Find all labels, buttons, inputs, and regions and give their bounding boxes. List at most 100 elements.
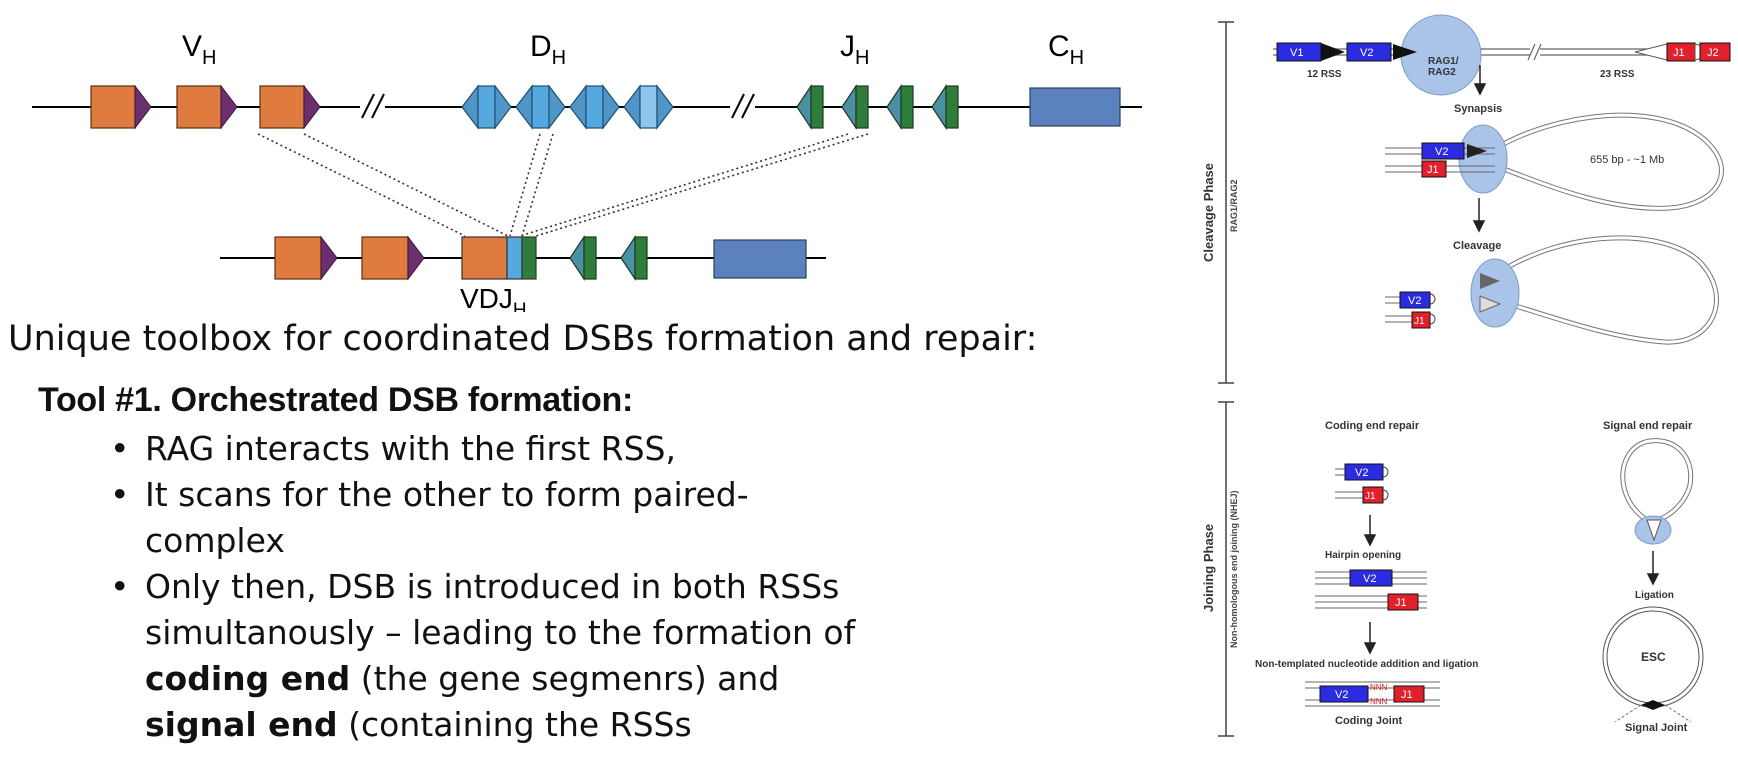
hairpin: [1429, 313, 1436, 325]
d-segment: [569, 84, 620, 130]
bullet-item: Only then, DSB is introduced in both RSS…: [110, 564, 865, 748]
c-h-label: CH: [1048, 30, 1084, 69]
break-mark-1: [361, 93, 385, 119]
dna-loop: [1492, 235, 1719, 345]
rss-12-triangle: [1321, 43, 1345, 61]
rss-12-label: 12 RSS: [1307, 69, 1342, 80]
j-segment: [796, 84, 824, 130]
rss-triangle: [1480, 273, 1500, 289]
v2-label: V2: [1363, 573, 1376, 585]
rss-23-triangle-left: [1634, 43, 1668, 61]
rag-label-2: RAG2: [1428, 67, 1456, 78]
v2-label: V2: [1408, 295, 1421, 307]
v2-box: [1344, 463, 1384, 481]
rss-23-label: 23 RSS: [1600, 69, 1635, 80]
d-segment: [623, 84, 674, 130]
j1-label: J1: [1673, 47, 1685, 59]
v2-label: V2: [1335, 689, 1348, 701]
hairpin: [1429, 293, 1436, 305]
recombination-guides: [257, 133, 869, 237]
d-segment: [461, 84, 512, 130]
arrow-icon: [1472, 198, 1486, 233]
v2-box: [1319, 685, 1369, 703]
vdj-joined-segment: [461, 236, 537, 280]
v-segment: [259, 84, 321, 130]
rss-triangle: [1467, 144, 1487, 158]
v-segment: [274, 235, 338, 281]
cleavage-phase-label: Cleavage Phase: [1201, 163, 1216, 262]
intro-line: Unique toolbox for coordinated DSBs form…: [8, 319, 1038, 359]
j1-label: J1: [1365, 491, 1376, 502]
signal-end-loop-inner: [1621, 439, 1693, 522]
signal-joint-label: Signal Joint: [1625, 722, 1688, 734]
j1-label: J1: [1414, 316, 1425, 327]
bullet-item: RAG interacts with the first RSS,: [110, 426, 1168, 472]
rag-complex: [1458, 124, 1508, 194]
j2-box: [1699, 42, 1731, 62]
hairpin: [1382, 466, 1389, 478]
nontemplated-label: Non-templated nucleotide addition and li…: [1255, 659, 1478, 670]
v2-box: [1421, 142, 1465, 160]
j1-label: J1: [1427, 164, 1439, 176]
j1-box: [1411, 311, 1431, 329]
signal-end-term: signal end: [145, 705, 338, 744]
signal-end-repair-label: Signal end repair: [1603, 420, 1693, 432]
v2-label: V2: [1360, 47, 1373, 59]
v2-box: [1399, 291, 1431, 309]
j-segment: [931, 84, 959, 130]
nnn-label: NNN: [1370, 683, 1388, 692]
joining-phase-label: Joining Phase: [1201, 524, 1216, 612]
signal-joint-guides: [1614, 704, 1692, 723]
break-mark-2: [731, 93, 755, 119]
v2-label: V2: [1435, 146, 1448, 158]
nnn-label: NNN: [1370, 697, 1388, 706]
esc-label: ESC: [1641, 650, 1666, 664]
v-segment: [176, 84, 238, 130]
vdj-h-label: VDJH: [460, 283, 527, 312]
rss-triangle: [1479, 295, 1502, 313]
dna-loop-inner: [1491, 113, 1723, 210]
arrow-icon: [1473, 65, 1487, 96]
j2-label: J2: [1707, 47, 1719, 59]
synapsis-label: Synapsis: [1454, 103, 1502, 115]
hairpin: [1382, 489, 1389, 501]
coding-joint-label: Coding Joint: [1335, 715, 1403, 727]
j-segment: [886, 84, 914, 130]
arrow-icon: [1363, 622, 1377, 655]
d-h-label: DH: [530, 30, 566, 69]
hairpin-opening-label: Hairpin opening: [1325, 550, 1401, 561]
v-segment: [361, 235, 425, 281]
joining-phase-sub: Non-homologous end joining (NHEJ): [1229, 491, 1239, 648]
cleavage-label: Cleavage: [1453, 240, 1501, 252]
rag-complex: [1470, 258, 1520, 328]
j-segment: [841, 84, 869, 130]
v2-box: [1346, 42, 1392, 62]
vdj-recombination-diagram: VH DH JH CH: [32, 30, 1142, 312]
rag-complex: [1400, 14, 1482, 96]
cleavage-phase-sub: RAG1/RAG2: [1229, 179, 1239, 232]
explanation-text: Unique toolbox for coordinated DSBs form…: [8, 318, 1168, 748]
tool-heading: Tool #1. Orchestrated DSB formation:: [38, 381, 633, 419]
v1-label: V1: [1290, 47, 1303, 59]
bullet-list: RAG interacts with the first RSS, It sca…: [8, 426, 1168, 748]
rag-mechanism-figure: Cleavage Phase RAG1/RAG2 Joining Phase N…: [1201, 14, 1731, 737]
j1-box: [1393, 685, 1425, 703]
j1-box: [1362, 486, 1384, 504]
dna-loop-inner: [1493, 236, 1718, 344]
j1-label: J1: [1395, 597, 1407, 609]
j1-box: [1421, 160, 1447, 178]
j-h-label: JH: [840, 30, 869, 69]
j1-box: [1387, 593, 1419, 611]
signal-joint-diamond: [1641, 700, 1665, 710]
coding-end-term: coding end: [145, 659, 351, 698]
v2-label: V2: [1355, 467, 1368, 479]
c-segment: [713, 239, 807, 279]
c-segment: [1029, 87, 1121, 127]
d-segment: [515, 84, 566, 130]
v-h-label: VH: [182, 30, 216, 69]
arrow-icon: [1363, 515, 1377, 547]
j1-label: J1: [1401, 689, 1413, 701]
ligation-label: Ligation: [1635, 590, 1674, 601]
j-segment: [620, 235, 648, 281]
loop-size-label: 655 bp - ~1 Mb: [1590, 154, 1664, 166]
